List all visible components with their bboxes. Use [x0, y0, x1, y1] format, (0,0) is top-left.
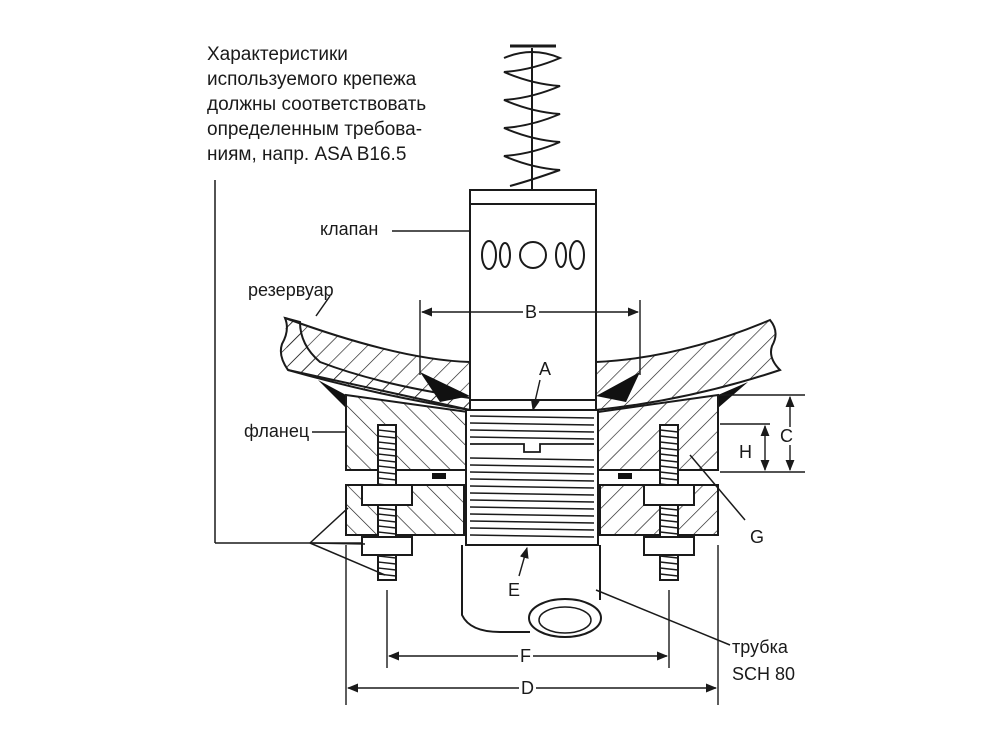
note-line-3: должны соответствовать — [207, 94, 427, 115]
dimension-B-label: B — [523, 302, 540, 322]
spring — [503, 44, 563, 190]
bolt-left — [361, 424, 413, 581]
pipe — [461, 545, 602, 638]
tank-label: резервуар — [248, 280, 334, 300]
pipe-label-line1: трубка — [732, 637, 788, 657]
dimension-A-label: A — [539, 359, 552, 379]
note-line-1: Характеристики — [207, 44, 348, 65]
dimension-F-label: F — [518, 646, 533, 666]
bolt-right — [643, 424, 695, 581]
threaded-nipple — [465, 409, 599, 546]
valve-label: клапан — [320, 219, 379, 239]
dimension-E-label: E — [508, 580, 521, 600]
dimension-H-label: H — [737, 442, 754, 462]
weld-fillets — [318, 372, 748, 408]
flange-label: фланец — [244, 421, 310, 441]
leader-lines — [214, 180, 746, 646]
note-line-4: определенным требова- — [207, 119, 423, 140]
dimension-D-label: D — [519, 678, 536, 698]
tank-wall — [279, 316, 782, 412]
valve-body — [469, 189, 597, 401]
dimension-G-label: G — [750, 527, 765, 547]
pipe-label-line2: SCH 80 — [732, 664, 796, 684]
dimension-C-label: C — [778, 426, 795, 446]
note-line-2: используемого крепежа — [207, 69, 417, 90]
note-line-5: ниям, напр. ASA B16.5 — [207, 144, 407, 165]
fastener-spec-note: Характеристики используемого крепежа дол… — [207, 42, 467, 167]
